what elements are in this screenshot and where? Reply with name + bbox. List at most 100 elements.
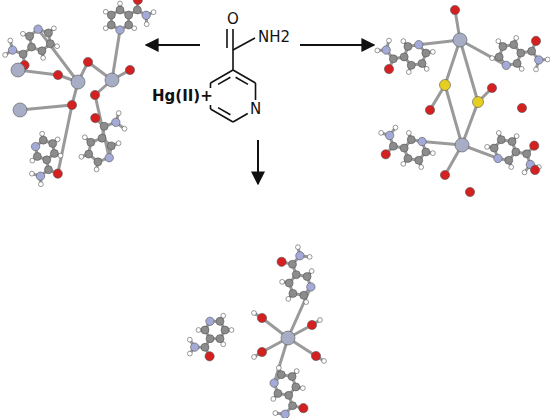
atom-ball bbox=[292, 271, 300, 279]
atom-ball bbox=[512, 148, 520, 156]
atom-ball bbox=[523, 150, 531, 158]
atom-ball bbox=[107, 21, 115, 29]
bond-line bbox=[210, 109, 233, 122]
atom-ball bbox=[400, 53, 408, 61]
atom-ball bbox=[100, 122, 108, 130]
atom-ball bbox=[509, 165, 514, 170]
bond-stick bbox=[460, 40, 506, 65]
atom-ball bbox=[513, 59, 521, 67]
atom-ball bbox=[322, 359, 327, 364]
atom-ball bbox=[118, 1, 123, 6]
atom-ball bbox=[487, 83, 496, 92]
atom-ball bbox=[430, 49, 435, 54]
atom-ball bbox=[28, 43, 36, 51]
atom-ball bbox=[187, 337, 192, 342]
atom-ball bbox=[34, 25, 42, 33]
atom-ball bbox=[415, 40, 423, 48]
atom-ball bbox=[116, 6, 124, 14]
atom-ball bbox=[221, 342, 226, 347]
atom-ball bbox=[545, 57, 550, 62]
atom-ball bbox=[531, 36, 540, 45]
atom-ball bbox=[41, 55, 46, 60]
atom-ball bbox=[385, 131, 393, 139]
atom-ball bbox=[122, 126, 127, 131]
atom-ball bbox=[151, 10, 156, 15]
ball-and-stick-models bbox=[3, 0, 550, 418]
bond-line bbox=[218, 77, 230, 84]
bond-stick bbox=[112, 30, 120, 80]
atom-ball bbox=[13, 103, 27, 117]
atom-ball bbox=[3, 53, 8, 58]
atom-ball bbox=[440, 80, 451, 91]
atom-ball bbox=[510, 41, 518, 49]
atom-ball bbox=[271, 397, 276, 402]
atom-ball bbox=[422, 148, 430, 156]
bond-line bbox=[255, 83, 257, 100]
atom-ball bbox=[39, 136, 47, 144]
atom-ball bbox=[270, 379, 278, 387]
atom-ball bbox=[418, 137, 426, 145]
reaction-arrow bbox=[300, 44, 374, 46]
atom-ball bbox=[112, 118, 120, 126]
atom-ball bbox=[401, 39, 406, 44]
atom-ball bbox=[132, 26, 137, 31]
atom-ball bbox=[300, 291, 308, 299]
atom-ball bbox=[201, 343, 209, 351]
atom-ball bbox=[294, 369, 299, 374]
atom-ball bbox=[401, 162, 406, 167]
atom-ball bbox=[404, 43, 412, 51]
atom-ball bbox=[473, 97, 484, 108]
atom-ball bbox=[38, 47, 46, 55]
atom-ball bbox=[530, 141, 539, 150]
bond-stick bbox=[20, 105, 72, 110]
atom-ball bbox=[505, 156, 513, 164]
atom-ball bbox=[30, 158, 35, 163]
atom-ball bbox=[94, 158, 102, 166]
atom-ball bbox=[87, 138, 95, 146]
atom-ball bbox=[8, 38, 13, 43]
atom-ball bbox=[105, 73, 119, 87]
atom-ball bbox=[289, 289, 297, 297]
atom-ball bbox=[311, 351, 320, 360]
atom-ball bbox=[257, 313, 266, 322]
atom-ball bbox=[277, 257, 286, 266]
atom-ball bbox=[296, 252, 304, 260]
atom-ball bbox=[107, 11, 115, 19]
atom-ball bbox=[281, 331, 295, 345]
atom-ball bbox=[318, 318, 323, 323]
atom-ball bbox=[125, 11, 133, 19]
atom-ball bbox=[142, 11, 150, 19]
atom-ball bbox=[44, 29, 52, 37]
bond-line bbox=[232, 29, 234, 50]
atom-ball bbox=[496, 39, 501, 44]
atom-ball bbox=[53, 169, 62, 178]
atom-ball bbox=[277, 371, 285, 379]
atom-ball bbox=[280, 279, 285, 284]
atom-ball bbox=[422, 49, 430, 57]
bond-line bbox=[232, 50, 234, 70]
atom-label: NH2 bbox=[256, 29, 292, 46]
reaction-arrows bbox=[146, 45, 374, 184]
atom-ball bbox=[82, 135, 87, 140]
atom-ball bbox=[517, 103, 526, 112]
atom-ball bbox=[36, 172, 44, 180]
bond-line bbox=[233, 70, 256, 83]
atom-ball bbox=[300, 386, 305, 391]
atom-ball bbox=[440, 170, 449, 179]
atom-ball bbox=[79, 154, 84, 159]
atom-ball bbox=[309, 269, 314, 274]
bond-line bbox=[218, 108, 230, 115]
bond-stick bbox=[288, 287, 311, 338]
atom-ball bbox=[31, 142, 39, 150]
atom-ball bbox=[307, 320, 316, 329]
atom-ball bbox=[46, 40, 54, 48]
reaction-arrow bbox=[257, 140, 259, 184]
atom-ball bbox=[216, 317, 224, 325]
atom-ball bbox=[535, 56, 543, 64]
atom-ball bbox=[252, 311, 257, 316]
atom-ball bbox=[50, 149, 58, 157]
atom-ball bbox=[21, 31, 26, 36]
atom-ball bbox=[455, 138, 469, 152]
atom-ball bbox=[71, 75, 85, 89]
atom-ball bbox=[389, 142, 397, 150]
